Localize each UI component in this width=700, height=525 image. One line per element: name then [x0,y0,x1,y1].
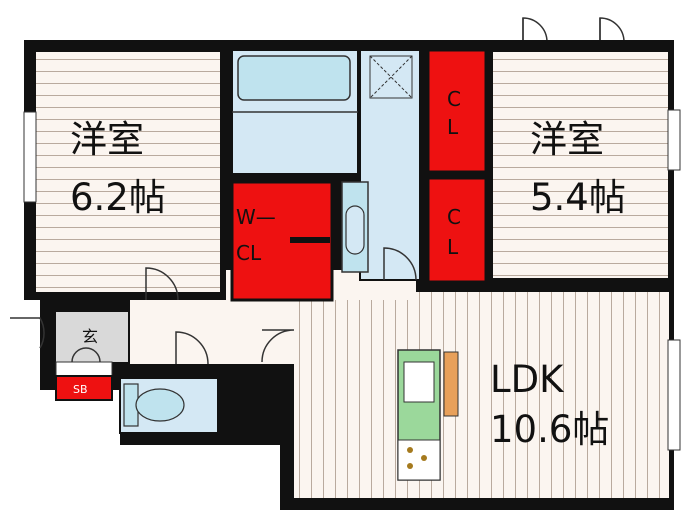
toilet-icon [123,383,185,427]
closet-lower [426,176,488,284]
room1-name: 洋室 [70,118,144,161]
western-room-2 [493,52,668,278]
ldk-name: LDK [490,358,565,401]
entrance-label: 玄 [82,327,98,346]
shoe-box [55,375,113,401]
closet-lower-label-c: C [447,205,461,229]
room2-size: 5.4帖 [530,176,626,219]
washbasin-icon [341,181,369,273]
sink-icon [403,361,435,403]
room2-name: 洋室 [530,118,604,161]
counter-shelf [443,351,459,417]
stove-icon [397,439,441,481]
ldk-room [294,292,669,498]
closet-upper-label-l: L [447,115,459,139]
wic-label-line1: W— [236,205,276,229]
hallway [130,300,294,364]
washroom [359,49,421,281]
wic-label-line2: CL [236,241,262,265]
window-icons [23,109,681,451]
shoe-box-label: SB [73,383,88,396]
closet-upper [426,48,488,174]
ldk-size: 10.6帖 [490,408,609,451]
western-room-1 [36,52,220,292]
door-icons [10,247,417,365]
bathtub-icon [237,55,351,101]
closet-upper-label-c: C [447,87,461,111]
balcony-door-icons [522,17,625,43]
entrance [56,312,128,362]
room1-size: 6.2帖 [70,176,166,219]
washing-machine-icon [369,55,413,99]
closet-lower-label-l: L [447,235,459,259]
